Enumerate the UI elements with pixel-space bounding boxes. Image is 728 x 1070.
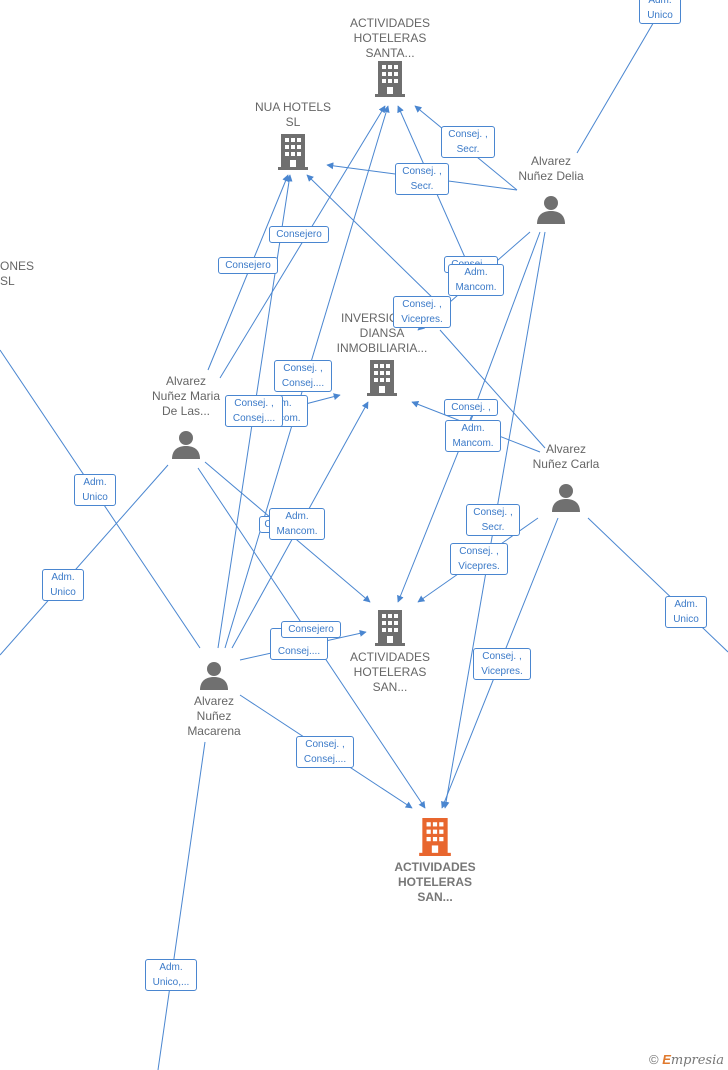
edge-line — [157, 741, 206, 1070]
relationship-badge[interactable]: Adm. Mancom. — [445, 420, 501, 452]
person-label: Alvarez Nuñez Delia — [518, 154, 584, 183]
building-icon — [278, 134, 308, 170]
building-icon — [375, 61, 405, 97]
building-icon — [367, 360, 397, 396]
person-label: Alvarez Nuñez Maria De Las... — [151, 374, 221, 418]
edge-line — [576, 19, 656, 154]
person-label: Alvarez Nuñez Carla — [532, 442, 600, 471]
edge-line — [469, 231, 541, 421]
relationship-badge[interactable]: Consej. , Consej.... — [225, 395, 283, 427]
edge-line — [306, 174, 441, 306]
company-node-nua-hotels[interactable]: NUA HOTELS SL — [243, 100, 343, 170]
relationship-badge[interactable]: Consej. , Vicepres. — [393, 296, 451, 328]
empresia-watermark: © Empresia — [649, 1052, 724, 1068]
relationship-badge[interactable]: Adm. Unico — [42, 569, 84, 601]
relationship-badge[interactable]: Consej. , Secr. — [395, 163, 449, 195]
company-node-ahs-mid[interactable]: ACTIVIDADES HOTELERAS SAN... — [330, 610, 450, 695]
person-icon — [537, 196, 565, 224]
empresia-logo-initial: E — [662, 1052, 671, 1067]
person-icon — [172, 431, 200, 459]
company-label: ONES SL — [0, 259, 35, 288]
company-label: ACTIVIDADES HOTELERAS SAN... — [394, 860, 476, 904]
edge-line — [0, 464, 169, 656]
company-node-ahs-top[interactable]: ACTIVIDADES HOTELERAS SANTA... — [330, 16, 450, 97]
building-icon — [375, 610, 405, 646]
relationship-badge[interactable]: Adm. Unico — [74, 474, 116, 506]
edge-line — [439, 329, 546, 449]
relationship-badge[interactable]: Consej. , Secr. — [466, 504, 520, 536]
relationship-badge[interactable]: Consej. , Secr. — [441, 126, 495, 158]
person-node-carla[interactable]: Alvarez Nuñez Carla — [520, 442, 612, 512]
relationship-badge[interactable]: Consej. , — [444, 399, 498, 416]
relationship-badge[interactable]: Adm. Mancom. — [448, 264, 504, 296]
person-node-maria[interactable]: Alvarez Nuñez Maria De Las... — [140, 374, 232, 459]
relationship-badge[interactable]: Consejero — [269, 226, 329, 243]
copyright-symbol: © — [648, 1052, 659, 1067]
relationship-badge[interactable]: Consejero — [281, 621, 341, 638]
company-label: ACTIVIDADES HOTELERAS SAN... — [349, 650, 430, 694]
relationship-badge[interactable]: Adm. Unico — [665, 596, 707, 628]
relationship-badge[interactable]: Adm. Unico — [639, 0, 681, 24]
relationship-badge[interactable]: Consej. , Consej.... — [296, 736, 354, 768]
relationship-badge[interactable]: Adm. Unico,... — [145, 959, 197, 991]
relationship-badge[interactable]: Consej. , Consej.... — [274, 360, 332, 392]
empresia-logo-text: mpresia — [670, 1053, 724, 1068]
company-label: ACTIVIDADES HOTELERAS SANTA... — [349, 16, 430, 60]
relationship-badge[interactable]: Consej. , Vicepres. — [450, 543, 508, 575]
building-icon — [419, 818, 451, 856]
person-icon — [552, 484, 580, 512]
edge-line — [587, 517, 728, 653]
company-label: NUA HOTELS SL — [254, 100, 332, 129]
person-node-delia[interactable]: Alvarez Nuñez Delia — [505, 154, 597, 224]
company-node-ahs-main[interactable]: ACTIVIDADES HOTELERAS SAN... — [375, 818, 495, 905]
company-node-left-partial[interactable]: ONES SL — [0, 259, 35, 289]
person-node-macarena[interactable]: Alvarez Nuñez Macarena — [168, 660, 260, 739]
person-icon — [200, 662, 228, 690]
relationship-badge[interactable]: Consej. , Vicepres. — [473, 648, 531, 680]
relationship-badge[interactable]: Adm. Mancom. — [269, 508, 325, 540]
relationship-badge[interactable]: Consejero — [218, 257, 278, 274]
company-node-inversiones[interactable]: INVERSIONES DIANSA INMOBILIARIA... — [322, 311, 442, 396]
person-label: Alvarez Nuñez Macarena — [187, 694, 241, 738]
